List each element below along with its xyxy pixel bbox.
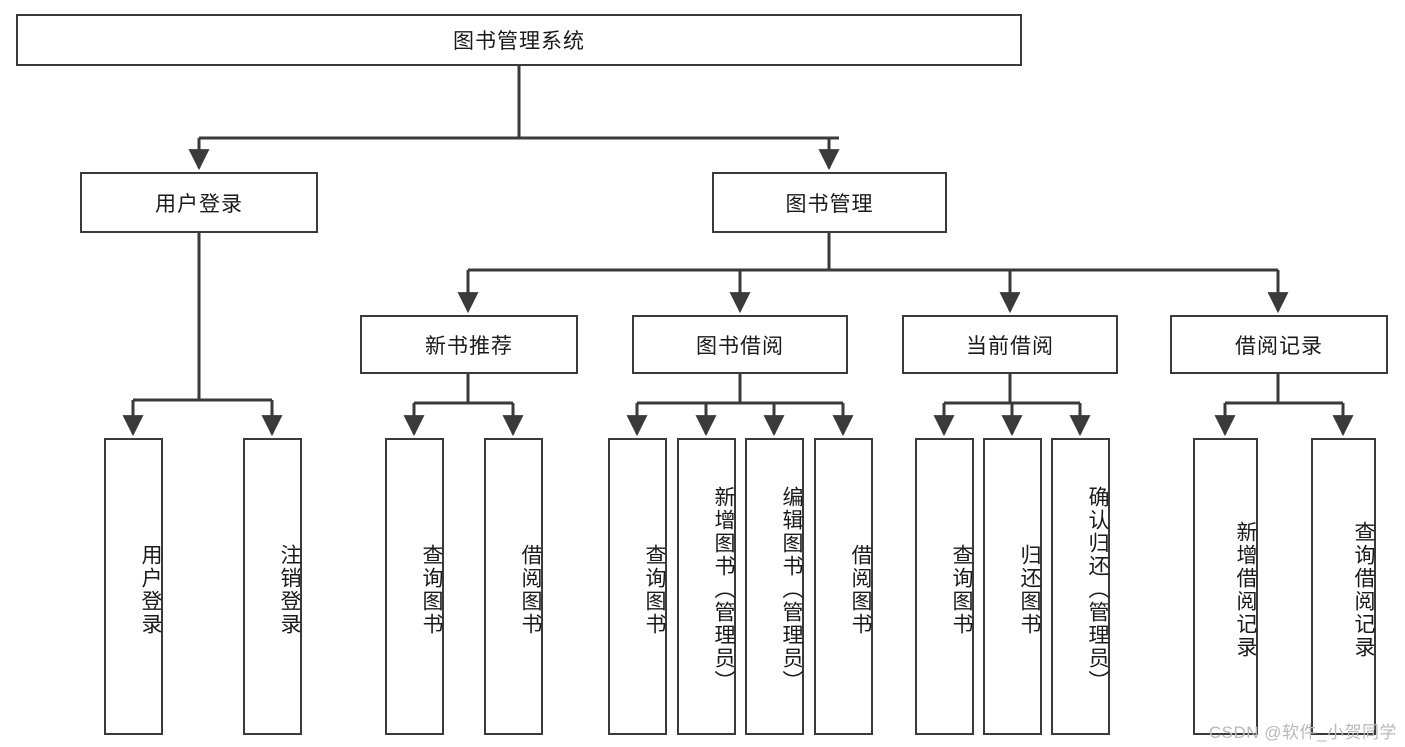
node-root[interactable]: 图书管理系统 <box>16 14 1022 66</box>
node-borrow-record-label: 借阅记录 <box>1235 334 1323 358</box>
leaf-book-borrow-2-label: 新增图书（管理员） <box>712 486 735 693</box>
node-current-borrow-label: 当前借阅 <box>966 334 1054 358</box>
leaf-new-book-rec-1[interactable]: 查询图书 <box>385 438 444 735</box>
node-user-login[interactable]: 用户登录 <box>80 172 318 233</box>
leaf-borrow-record-2[interactable]: 查询借阅记录 <box>1311 438 1376 735</box>
leaf-borrow-record-1-label: 新增借阅记录 <box>1234 520 1257 659</box>
node-current-borrow[interactable]: 当前借阅 <box>902 315 1118 374</box>
node-new-book-rec[interactable]: 新书推荐 <box>360 315 578 374</box>
leaf-borrow-record-2-label: 查询借阅记录 <box>1352 520 1375 659</box>
leaf-book-borrow-3-label: 编辑图书（管理员） <box>780 486 803 693</box>
leaf-book-borrow-3[interactable]: 编辑图书（管理员） <box>745 438 804 735</box>
leaf-book-borrow-1[interactable]: 查询图书 <box>608 438 667 735</box>
leaf-current-borrow-2-label: 归还图书 <box>1018 543 1041 636</box>
leaf-current-borrow-3-label: 确认归还（管理员） <box>1086 486 1109 693</box>
leaf-book-borrow-4[interactable]: 借阅图书 <box>814 438 873 735</box>
leaf-current-borrow-2[interactable]: 归还图书 <box>983 438 1042 735</box>
leaf-book-borrow-1-label: 查询图书 <box>643 543 666 636</box>
node-book-borrow-label: 图书借阅 <box>696 334 784 358</box>
leaf-new-book-rec-2[interactable]: 借阅图书 <box>484 438 543 735</box>
leaf-current-borrow-3[interactable]: 确认归还（管理员） <box>1051 438 1110 735</box>
leaf-new-book-rec-2-label: 借阅图书 <box>519 543 542 636</box>
leaf-book-borrow-4-label: 借阅图书 <box>849 543 872 636</box>
node-book-borrow[interactable]: 图书借阅 <box>632 315 848 374</box>
node-book-manage[interactable]: 图书管理 <box>712 172 947 233</box>
leaf-current-borrow-1-label: 查询图书 <box>950 543 973 636</box>
leaf-user-login-2-label: 注销登录 <box>278 543 301 636</box>
leaf-book-borrow-2[interactable]: 新增图书（管理员） <box>677 438 736 735</box>
leaf-user-login-2[interactable]: 注销登录 <box>243 438 302 735</box>
leaf-borrow-record-1[interactable]: 新增借阅记录 <box>1193 438 1258 735</box>
node-borrow-record[interactable]: 借阅记录 <box>1170 315 1388 374</box>
leaf-user-login-1-label: 用户登录 <box>139 543 162 636</box>
node-new-book-rec-label: 新书推荐 <box>425 334 513 358</box>
leaf-user-login-1[interactable]: 用户登录 <box>104 438 163 735</box>
leaf-new-book-rec-1-label: 查询图书 <box>420 543 443 636</box>
node-user-login-label: 用户登录 <box>155 192 243 216</box>
node-root-label: 图书管理系统 <box>453 30 585 53</box>
leaf-current-borrow-1[interactable]: 查询图书 <box>915 438 974 735</box>
node-book-manage-label: 图书管理 <box>785 192 874 216</box>
